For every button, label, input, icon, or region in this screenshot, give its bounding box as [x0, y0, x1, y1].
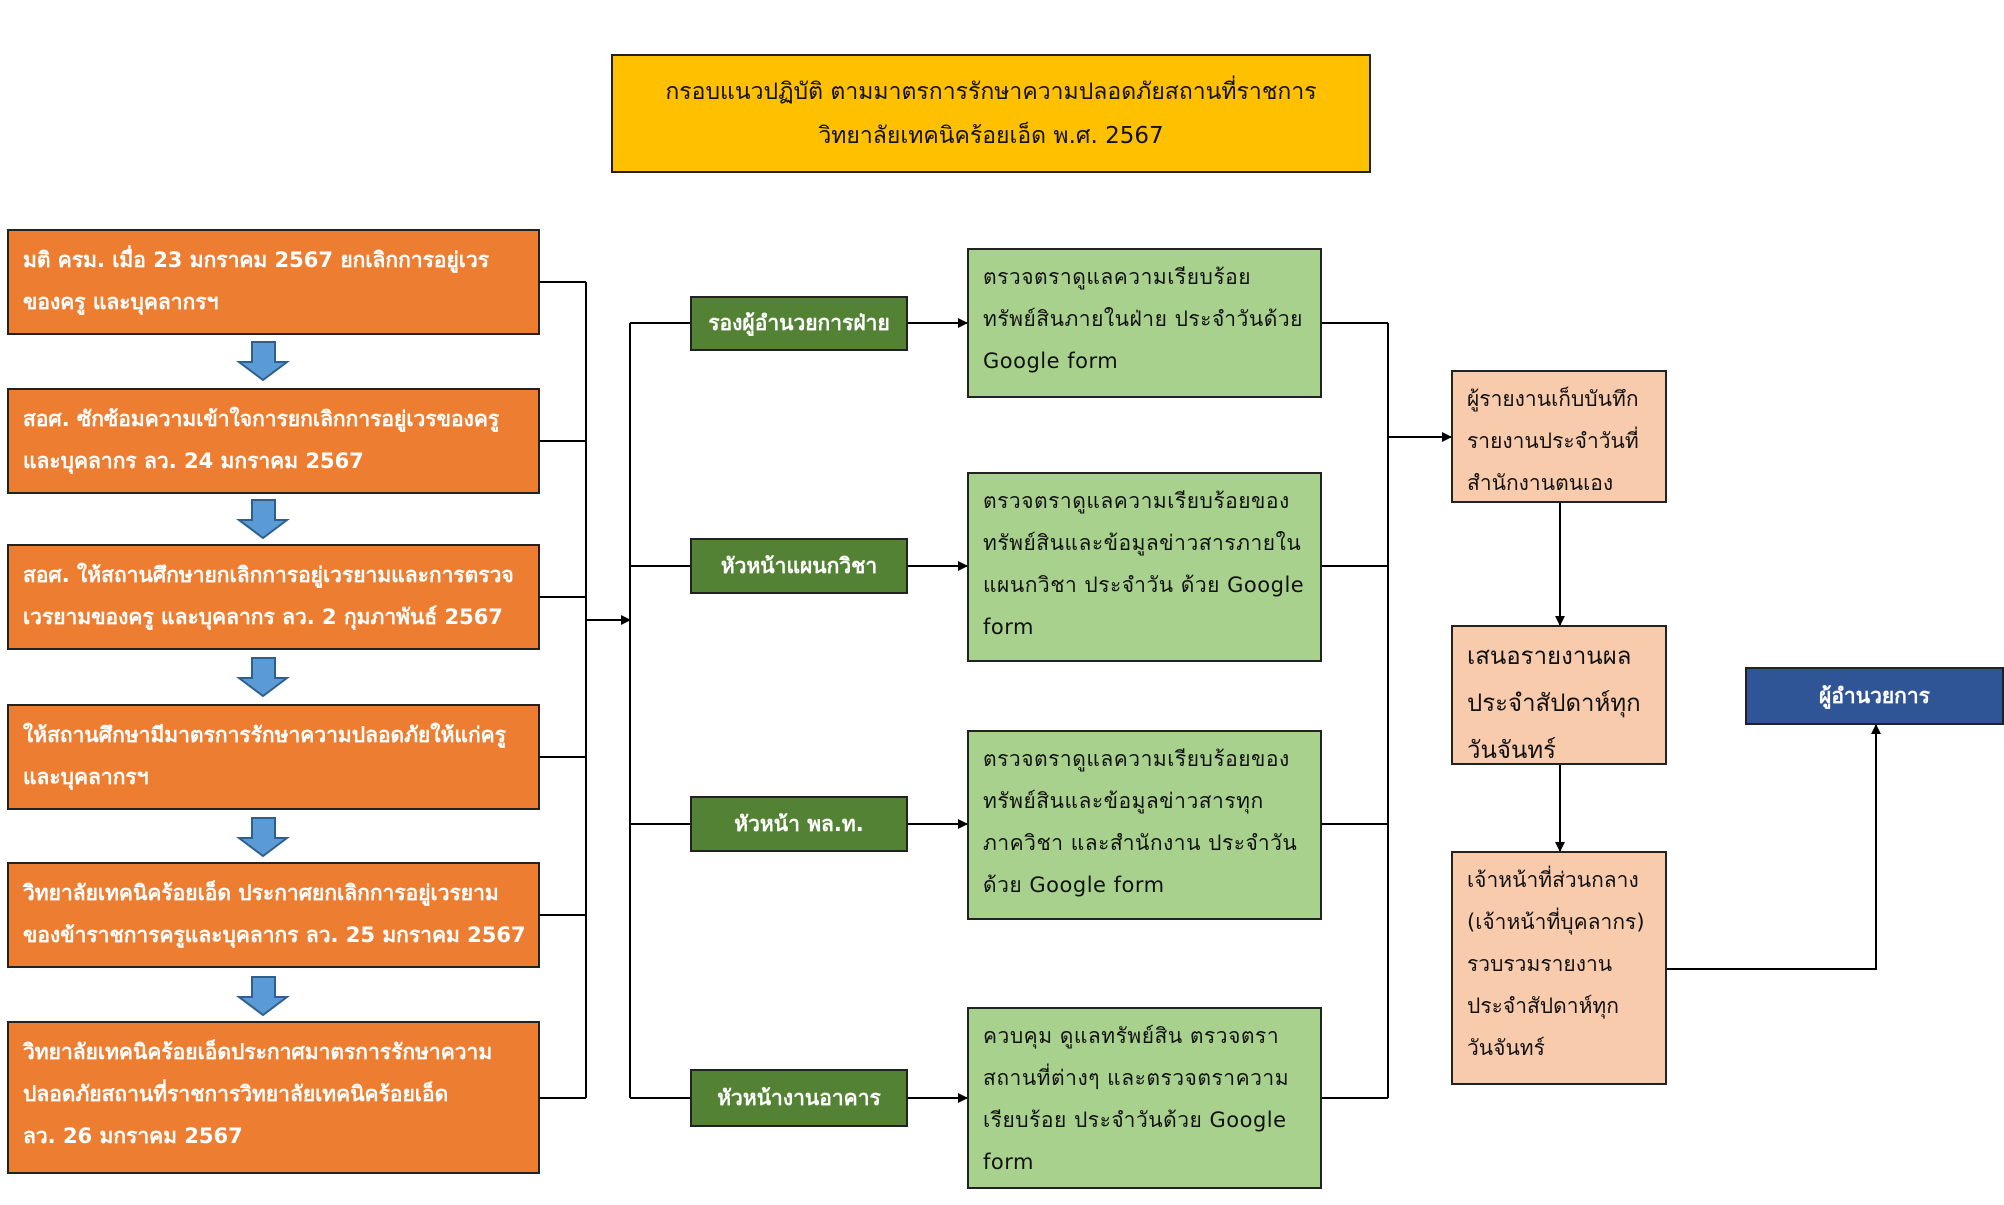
step-4-line-2: และบุคลากรฯ: [23, 765, 149, 789]
step-1-line-2: ของครู และบุคลากรฯ: [23, 290, 219, 314]
step-4-line-1: ให้สถานศึกษามีมาตรการรักษาความปลอดภัยให้…: [23, 723, 507, 747]
step-6-line-2: ปลอดภัยสถานที่ราชการวิทยาลัยเทคนิคร้อยเอ…: [23, 1082, 449, 1106]
report-3-line-1: เจ้าหน้าที่ส่วนกลาง: [1467, 868, 1639, 892]
duty-2-line-3: แผนกวิชา ประจำวัน ด้วย Google: [983, 573, 1305, 597]
step-3-line-2: เวรยามของครู และบุคลากร ลว. 2 กุมภาพันธ์…: [23, 605, 503, 629]
duty-3-line-2: ทรัพย์สินและข้อมูลข่าวสารทุก: [983, 789, 1264, 813]
report-1-line-3: สำนักงานตนเอง: [1467, 471, 1614, 495]
step-box-6: วิทยาลัยเทคนิคร้อยเอ็ดประกาศมาตรการรักษา…: [7, 1021, 540, 1174]
duty-2-line-1: ตรวจตราดูแลความเรียบร้อยของ: [983, 489, 1290, 513]
report-3-line-4: ประจำสัปดาห์ทุก: [1467, 994, 1619, 1018]
report-1-line-2: รายงานประจำวันที่: [1467, 429, 1639, 453]
director-box: ผู้อำนวยการ: [1745, 667, 2004, 725]
duty-4-line-2: สถานที่ต่างๆ และตรวจตราความ: [983, 1066, 1290, 1090]
step-5-line-1: วิทยาลัยเทคนิคร้อยเอ็ด ประกาศยกเลิกการอย…: [23, 881, 499, 905]
report-3-line-3: รวบรวมรายงาน: [1467, 952, 1613, 976]
duty-3-line-1: ตรวจตราดูแลความเรียบร้อยของ: [983, 747, 1290, 771]
director-label: ผู้อำนวยการ: [1819, 683, 1930, 708]
duty-1-line-2: ทรัพย์สินภายในฝ่าย ประจำวันด้วย: [983, 307, 1303, 331]
report-box-weekly-submission: เสนอรายงานผล ประจำสัปดาห์ทุก วันจันทร์: [1451, 625, 1667, 765]
report-2-line-1: เสนอรายงานผล: [1467, 642, 1632, 670]
duty-4-line-3: เรียบร้อย ประจำวันด้วย Google: [983, 1108, 1287, 1132]
step-box-2: สอศ. ซักซ้อมความเข้าใจการยกเลิกการอยู่เว…: [7, 388, 540, 494]
role-label: หัวหน้า พล.ท.: [734, 811, 864, 836]
report-3-line-5: วันจันทร์: [1467, 1036, 1545, 1060]
report-2-line-2: ประจำสัปดาห์ทุก: [1467, 689, 1641, 717]
role-box-deputy-director: รองผู้อำนวยการฝ่าย: [690, 296, 908, 351]
duty-3-line-4: ด้วย Google form: [983, 873, 1165, 897]
step-6-line-3: ลว. 26 มกราคม 2567: [23, 1124, 243, 1148]
duty-2-line-2: ทรัพย์สินและข้อมูลข่าวสารภายใน: [983, 531, 1302, 555]
role-label: หัวหน้าแผนกวิชา: [720, 553, 878, 578]
report-3-line-2: (เจ้าหน้าที่บุคลากร): [1467, 910, 1645, 934]
page-title: กรอบแนวปฏิบัติ ตามมาตรการรักษาความปลอดภั…: [611, 54, 1371, 173]
report-1-line-1: ผู้รายงานเก็บบันทึก: [1467, 387, 1639, 411]
report-2-line-3: วันจันทร์: [1467, 736, 1557, 764]
duty-1-line-3: Google form: [983, 349, 1119, 373]
step-2-line-1: สอศ. ซักซ้อมความเข้าใจการยกเลิกการอยู่เว…: [23, 407, 500, 431]
duty-3-line-3: ภาควิชา และสำนักงาน ประจำวัน: [983, 831, 1298, 855]
step-3-line-1: สอศ. ให้สถานศึกษายกเลิกการอยู่เวรยามและก…: [23, 563, 514, 587]
step-box-3: สอศ. ให้สถานศึกษายกเลิกการอยู่เวรยามและก…: [7, 544, 540, 650]
report-box-central-staff: เจ้าหน้าที่ส่วนกลาง (เจ้าหน้าที่บุคลากร)…: [1451, 851, 1667, 1085]
step-6-line-1: วิทยาลัยเทคนิคร้อยเอ็ดประกาศมาตรการรักษา…: [23, 1040, 493, 1064]
step-2-line-2: และบุคลากร ลว. 24 มกราคม 2567: [23, 449, 364, 473]
step-5-line-2: ของข้าราชการครูและบุคลากร ลว. 25 มกราคม …: [23, 923, 526, 947]
step-box-1: มติ ครม. เมื่อ 23 มกราคม 2567 ยกเลิกการอ…: [7, 229, 540, 335]
report-box-daily-record: ผู้รายงานเก็บบันทึก รายงานประจำวันที่ สำ…: [1451, 370, 1667, 503]
duty-1-line-1: ตรวจตราดูแลความเรียบร้อย: [983, 265, 1252, 289]
role-box-department-head: หัวหน้าแผนกวิชา: [690, 538, 908, 594]
duty-box-1: ตรวจตราดูแลความเรียบร้อย ทรัพย์สินภายในฝ…: [967, 248, 1322, 398]
duty-box-3: ตรวจตราดูแลความเรียบร้อยของ ทรัพย์สินและ…: [967, 730, 1322, 920]
duty-4-line-4: form: [983, 1150, 1034, 1174]
title-line-2: วิทยาลัยเทคนิคร้อยเอ็ด พ.ศ. 2567: [818, 122, 1164, 149]
step-1-line-1: มติ ครม. เมื่อ 23 มกราคม 2567 ยกเลิกการอ…: [23, 248, 490, 272]
duty-2-line-4: form: [983, 615, 1034, 639]
title-line-1: กรอบแนวปฏิบัติ ตามมาตรการรักษาความปลอดภั…: [665, 78, 1317, 105]
step-box-4: ให้สถานศึกษามีมาตรการรักษาความปลอดภัยให้…: [7, 704, 540, 810]
role-label: หัวหน้างานอาคาร: [717, 1085, 881, 1110]
role-box-building-head: หัวหน้างานอาคาร: [690, 1069, 908, 1127]
role-box-security-head: หัวหน้า พล.ท.: [690, 796, 908, 852]
duty-box-4: ควบคุม ดูแลทรัพย์สิน ตรวจตรา สถานที่ต่าง…: [967, 1007, 1322, 1189]
duty-box-2: ตรวจตราดูแลความเรียบร้อยของ ทรัพย์สินและ…: [967, 472, 1322, 662]
role-label: รองผู้อำนวยการฝ่าย: [708, 311, 890, 335]
duty-4-line-1: ควบคุม ดูแลทรัพย์สิน ตรวจตรา: [983, 1024, 1280, 1048]
step-box-5: วิทยาลัยเทคนิคร้อยเอ็ด ประกาศยกเลิกการอย…: [7, 862, 540, 968]
